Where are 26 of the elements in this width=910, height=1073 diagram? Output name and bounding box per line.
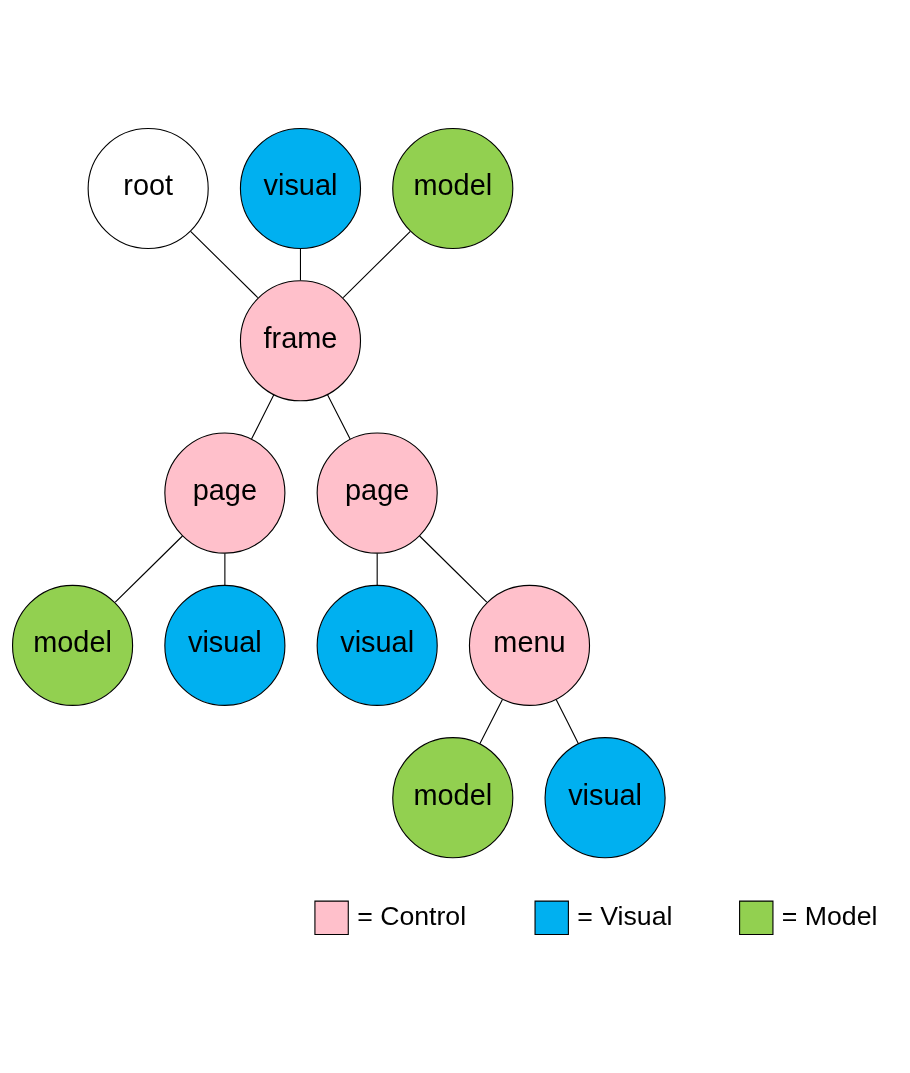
connector — [342, 230, 411, 298]
node-circle: model — [392, 736, 514, 858]
connector — [190, 230, 259, 298]
connector — [555, 698, 579, 744]
node-circle: visual — [239, 127, 362, 249]
node-circle: model — [392, 127, 514, 249]
legend-label: = Control — [357, 900, 467, 931]
connector — [326, 393, 351, 440]
connector — [299, 247, 302, 281]
node-circle: page — [316, 432, 438, 554]
node-circle: visual — [316, 584, 438, 706]
connector — [419, 534, 488, 603]
node-circle: visual — [164, 584, 286, 706]
node-circle: root — [87, 127, 209, 249]
connector — [224, 552, 226, 585]
node-circle: model — [12, 584, 134, 706]
node-circle: menu — [468, 584, 591, 706]
connector — [251, 393, 275, 440]
node-circle: frame — [239, 279, 362, 401]
node-circle: visual — [544, 736, 666, 858]
connector — [479, 698, 503, 744]
connector — [114, 534, 183, 603]
node-circle: page — [164, 432, 286, 554]
connector — [376, 552, 378, 585]
legend-label: = Visual — [577, 900, 673, 931]
legend-label: = Model — [781, 900, 878, 931]
